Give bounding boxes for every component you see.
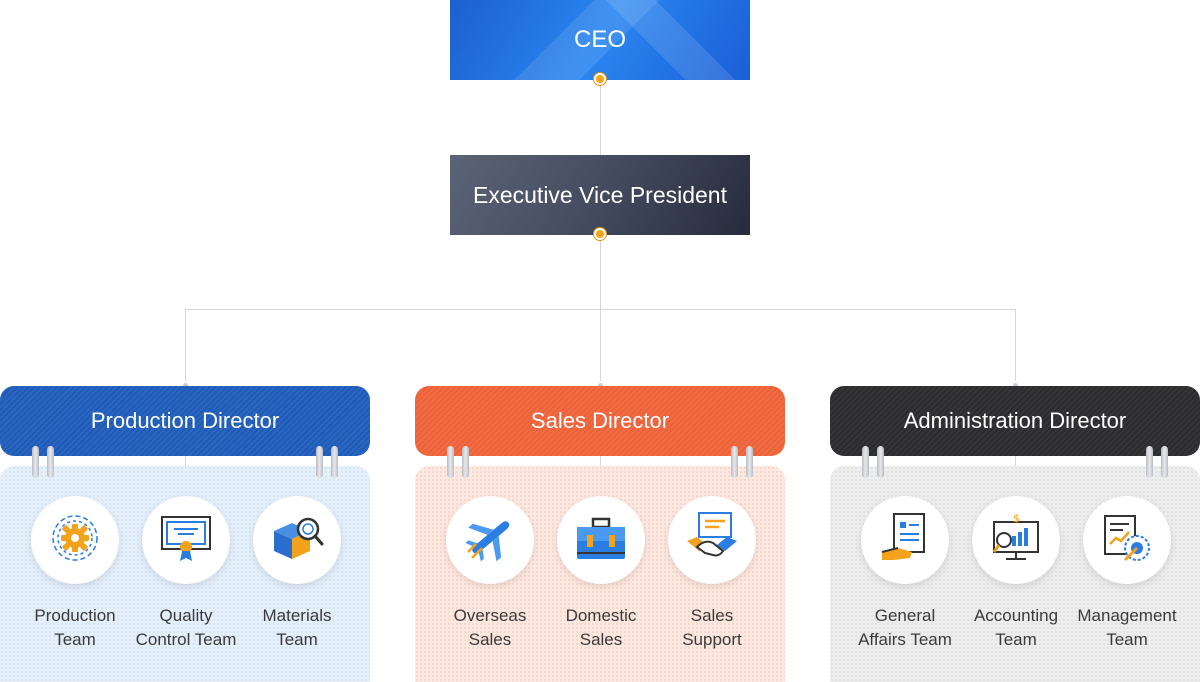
ring bbox=[47, 446, 54, 478]
evp-title: Executive Vice President bbox=[473, 181, 727, 208]
team-icon-circle bbox=[253, 496, 341, 584]
team-label: General Affairs Team bbox=[858, 606, 952, 649]
evp-box: Executive Vice President bbox=[450, 155, 750, 235]
team-production[interactable]: Production Team bbox=[20, 496, 130, 652]
team-materials[interactable]: Materials Team bbox=[242, 496, 352, 652]
ring bbox=[1161, 446, 1168, 478]
team-icon-circle bbox=[1083, 496, 1171, 584]
administration-director-title: Administration Director bbox=[903, 408, 1127, 433]
production-director-title: Production Director bbox=[90, 408, 280, 433]
box-magnifier-icon bbox=[270, 513, 324, 568]
team-label: Production Team bbox=[34, 606, 116, 649]
monitor-chart-icon: $ bbox=[990, 512, 1042, 569]
team-label: Accounting Team bbox=[973, 606, 1059, 649]
team-icon-circle bbox=[446, 496, 534, 584]
team-label: Sales Support bbox=[682, 606, 742, 649]
ceo-box: CEO bbox=[450, 0, 750, 80]
ring bbox=[447, 446, 454, 478]
ceo-title: CEO bbox=[573, 26, 626, 53]
team-label: Management Team bbox=[1077, 606, 1177, 649]
ring bbox=[32, 446, 39, 478]
ring bbox=[746, 446, 753, 478]
team-general-affairs[interactable]: General Affairs Team bbox=[850, 496, 960, 652]
ring bbox=[462, 446, 469, 478]
team-accounting[interactable]: $ Accounting Team bbox=[961, 496, 1071, 652]
briefcase-icon bbox=[575, 515, 627, 566]
production-director-box: Production Director bbox=[0, 386, 370, 456]
team-domestic-sales[interactable]: Domestic Sales bbox=[546, 496, 656, 652]
connector-right-branch bbox=[1015, 309, 1016, 386]
gear-icon bbox=[50, 513, 100, 568]
team-sales-support[interactable]: Sales Support bbox=[657, 496, 767, 652]
team-quality-control[interactable]: Quality Control Team bbox=[131, 496, 241, 652]
connector-sales-panel bbox=[600, 456, 601, 466]
certificate-icon bbox=[160, 513, 212, 568]
team-icon-circle bbox=[668, 496, 756, 584]
connector-ceo-evp bbox=[600, 80, 601, 155]
evp-connector-dot bbox=[594, 228, 606, 240]
team-icon-circle bbox=[31, 496, 119, 584]
connector-left-branch bbox=[185, 309, 186, 386]
report-target-icon bbox=[1101, 512, 1153, 569]
team-label: Materials Team bbox=[262, 606, 332, 649]
team-icon-circle: $ bbox=[972, 496, 1060, 584]
team-overseas-sales[interactable]: Overseas Sales bbox=[435, 496, 545, 652]
ring bbox=[316, 446, 323, 478]
team-label: Overseas Sales bbox=[453, 606, 527, 649]
connector-horizontal bbox=[185, 309, 1016, 310]
ring bbox=[731, 446, 738, 478]
airplane-icon bbox=[464, 512, 516, 569]
team-label: Quality Control Team bbox=[135, 606, 237, 649]
team-icon-circle bbox=[142, 496, 230, 584]
team-icon-circle bbox=[557, 496, 645, 584]
connector-evp-trunk bbox=[600, 235, 601, 386]
sales-director-title: Sales Director bbox=[530, 408, 670, 433]
administration-director-box: Administration Director bbox=[830, 386, 1200, 456]
ring bbox=[1146, 446, 1153, 478]
ceo-connector-dot bbox=[594, 73, 606, 85]
ring bbox=[877, 446, 884, 478]
ring bbox=[331, 446, 338, 478]
sales-director-box: Sales Director bbox=[415, 386, 785, 456]
document-hand-icon bbox=[880, 512, 930, 569]
team-icon-circle bbox=[861, 496, 949, 584]
connector-production-panel bbox=[185, 456, 186, 466]
connector-admin-panel bbox=[1015, 456, 1016, 466]
team-label: Domestic Sales bbox=[565, 606, 637, 649]
handshake-icon bbox=[685, 511, 739, 570]
svg-text:$: $ bbox=[1013, 512, 1020, 525]
team-management[interactable]: Management Team bbox=[1072, 496, 1182, 652]
ring bbox=[862, 446, 869, 478]
